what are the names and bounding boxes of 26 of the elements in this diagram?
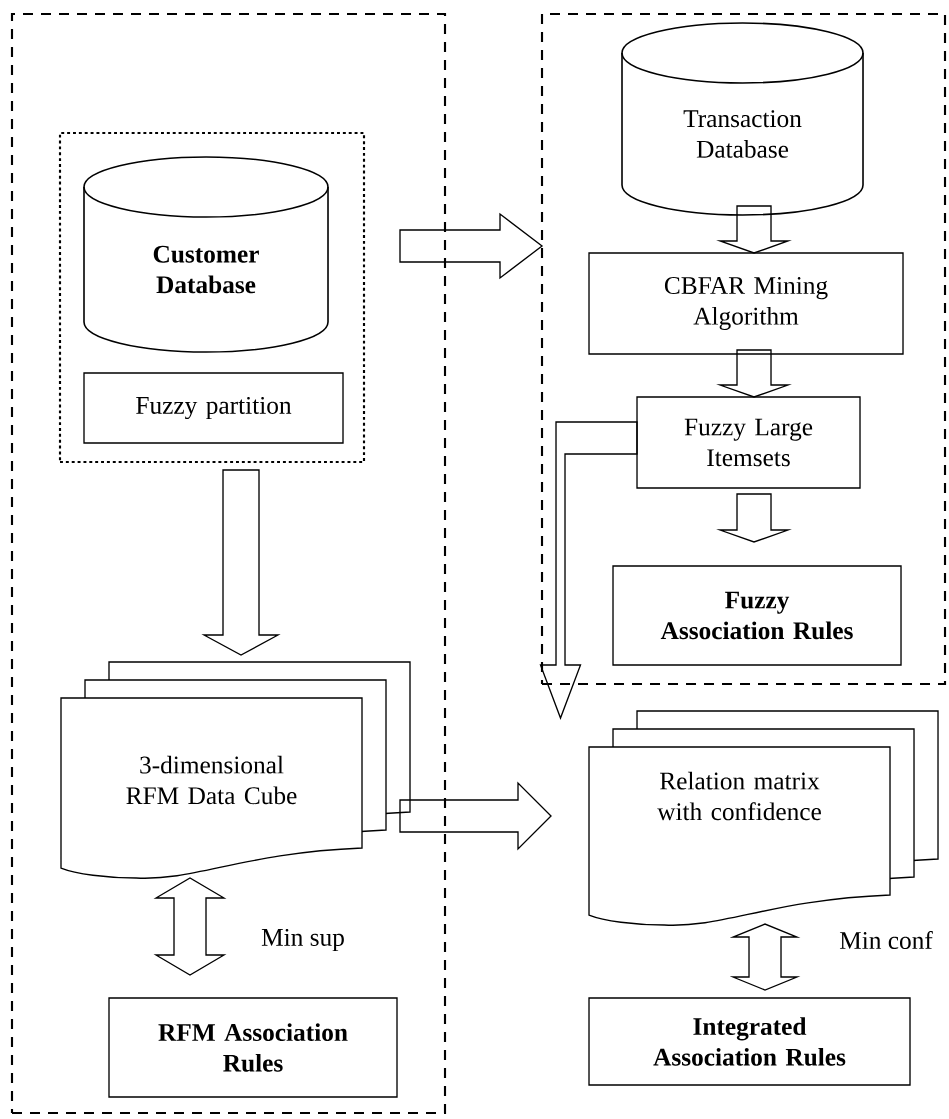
block-arrow	[716, 493, 792, 543]
edge-label: Min conf	[837, 929, 935, 951]
process-box: Fuzzy Large Itemsets	[636, 396, 861, 489]
process-box: CBFAR Mining Algorithm	[588, 252, 904, 355]
block-arrow	[399, 781, 552, 851]
group-frame	[58, 131, 366, 464]
node-label: Customer Database	[153, 245, 259, 294]
document-stack: Relation matrix with confidence	[588, 710, 939, 926]
double-block-arrow	[729, 923, 801, 991]
block-arrow	[716, 205, 792, 254]
process-box: RFM Association Rules	[108, 997, 398, 1098]
process-box: Fuzzy Association Rules	[612, 565, 902, 666]
block-arrow	[539, 421, 638, 720]
database-cylinder: Transaction Database	[621, 22, 864, 216]
process-box: Fuzzy partition	[83, 372, 344, 444]
double-block-arrow	[153, 877, 227, 976]
database-cylinder: Customer Database	[83, 156, 329, 353]
group-frame	[10, 12, 447, 1115]
process-box: Integrated Association Rules	[588, 997, 911, 1086]
group-frame	[540, 12, 947, 686]
block-arrow	[399, 212, 544, 280]
block-arrow	[716, 349, 792, 398]
node-label: Transaction Database	[683, 110, 802, 158]
block-arrow	[201, 469, 281, 656]
document-stack: 3-dimensional RFM Data Cube	[60, 661, 411, 879]
edge-label: Min sup	[259, 927, 347, 953]
